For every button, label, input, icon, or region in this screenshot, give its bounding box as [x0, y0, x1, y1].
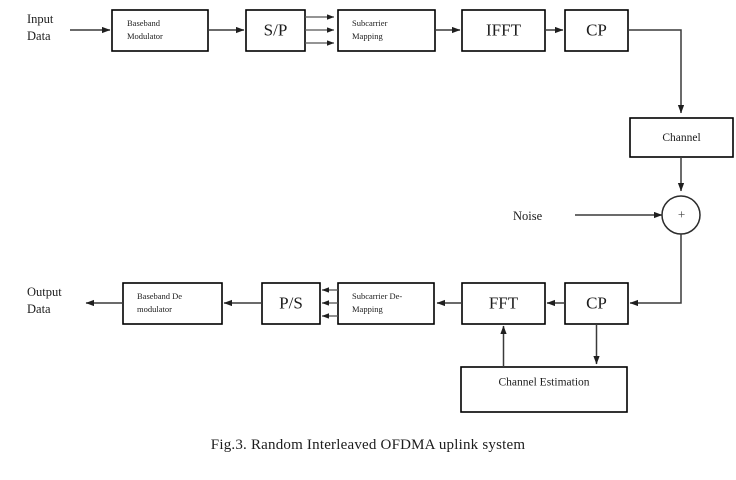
block-baseband-demodulator-label-line2: modulator: [137, 304, 172, 314]
noise-label: Noise: [513, 209, 543, 223]
block-baseband-demodulator: [122, 282, 223, 325]
block-subcarrier-demapping-label-line1: Subcarrier De-: [352, 291, 402, 301]
block-cyclic-prefix-add-label: CP: [586, 20, 607, 39]
block-subcarrier-mapping-label-line1: Subcarrier: [352, 18, 388, 28]
output-data-label-line2: Data: [27, 302, 51, 316]
block-ifft: [461, 9, 546, 52]
wire-adder-to-receiver-cp: [629, 234, 682, 307]
block-subcarrier-demapping: [337, 282, 435, 325]
figure-caption: Fig.3. Random Interleaved OFDMA uplink s…: [210, 437, 526, 453]
block-serial-to-parallel-label: S/P: [264, 20, 288, 39]
block-baseband-modulator-label-line1: Baseband: [127, 18, 161, 28]
block-fft-label: FFT: [489, 293, 519, 312]
block-cyclic-prefix-add: [564, 9, 629, 52]
block-parallel-to-serial: [261, 282, 321, 325]
block-subcarrier-mapping-label-line2: Mapping: [352, 31, 383, 41]
wire-cp-to-channel: [628, 29, 685, 114]
block-parallel-to-serial-label: P/S: [279, 293, 303, 312]
block-channel-estimation: [460, 366, 628, 413]
summing-junction-plus-symbol: +: [678, 206, 685, 221]
input-data-label-line2: Data: [27, 29, 51, 43]
input-data-label-line1: Input: [27, 12, 54, 26]
block-cyclic-prefix-remove-label: CP: [586, 293, 607, 312]
block-ifft-label: IFFT: [486, 20, 522, 39]
output-data-label-line1: Output: [27, 285, 62, 299]
block-channel: [629, 117, 734, 158]
block-fft: [461, 282, 546, 325]
block-channel-estimation-label: Channel Estimation: [498, 377, 589, 389]
block-subcarrier-mapping: [337, 9, 436, 52]
block-baseband-modulator-label-line2: Modulator: [127, 31, 163, 41]
block-baseband-demodulator-label-line1: Baseband De: [137, 291, 182, 301]
block-subcarrier-demapping-label-line2: Mapping: [352, 304, 383, 314]
block-channel-label: Channel: [662, 132, 700, 144]
